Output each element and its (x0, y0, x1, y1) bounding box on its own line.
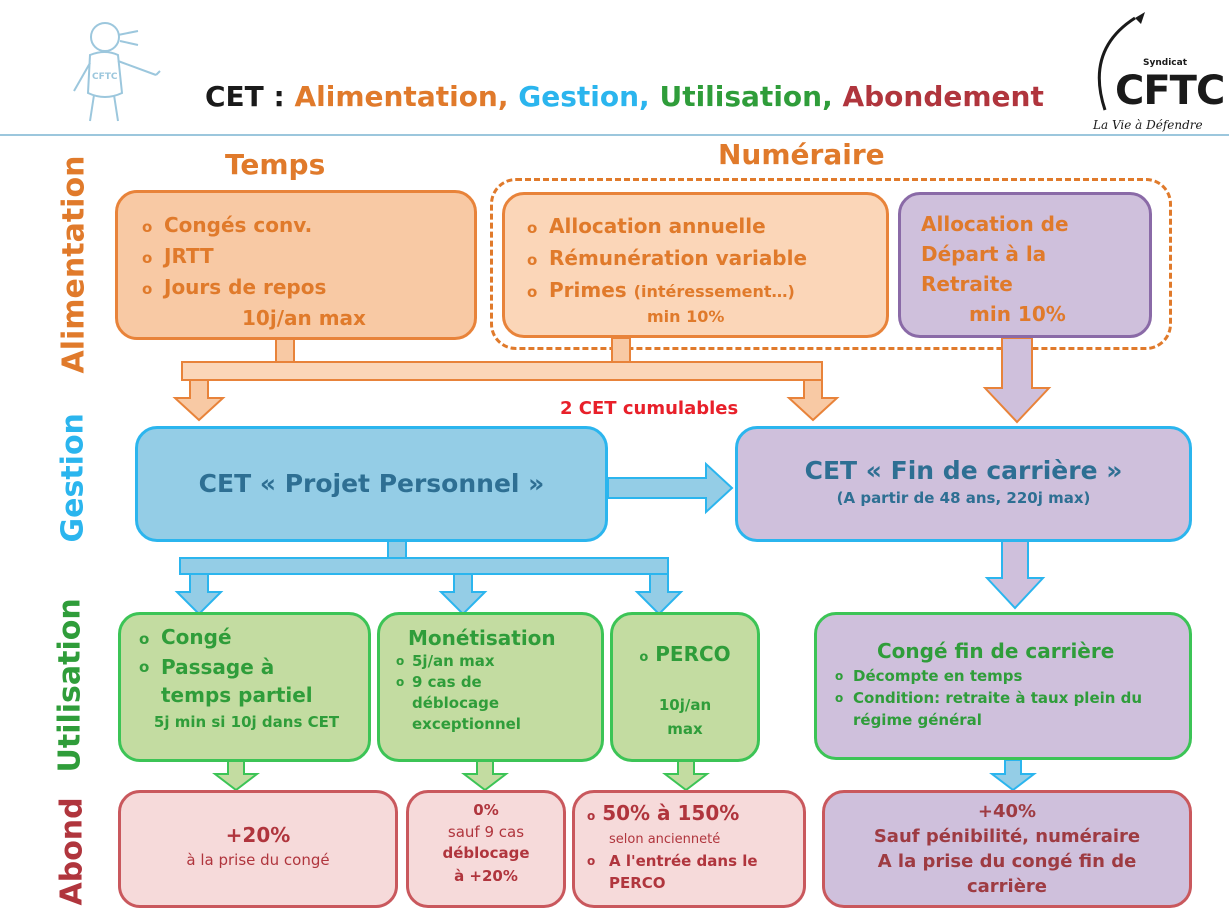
alim-temps-list: Congés conv. JRTT Jours de repos (142, 211, 474, 304)
alim-temps-box: Congés conv. JRTT Jours de repos 10j/an … (115, 190, 477, 340)
retraite-line: Allocation de (921, 212, 1069, 236)
list-item: Allocation annuelle (527, 211, 886, 243)
list-item: Primes (intéressement…) (527, 275, 886, 307)
list-item: Congés conv. (142, 211, 474, 242)
heading-numeraire: Numéraire (718, 138, 885, 171)
retraite-line: Retraite (921, 272, 1013, 296)
util-perco-note: 10j/an max (658, 696, 712, 738)
abond-fin-line: A la prise du congé fin de carrière (877, 851, 1137, 897)
title-utilisation: Utilisation, (659, 80, 833, 113)
abond-fin-box: +40% Sauf pénibilité, numéraire A la pri… (822, 790, 1192, 908)
retraite-line: Départ à la (921, 242, 1047, 266)
logo-cftc-text: CFTC (1115, 68, 1225, 114)
abond-conge-sub: à la prise du congé (186, 851, 330, 869)
abond-conge-box: +20% à la prise du congé (118, 790, 398, 908)
numeraire-dashed-group (490, 178, 1172, 350)
logo-slogan: La Vie à Défendre (1093, 118, 1203, 132)
abond-fin-line: Sauf pénibilité, numéraire (873, 826, 1141, 847)
util-perco-box: o PERCO 10j/an max (610, 612, 760, 762)
list-item: o 50% à 150% (587, 801, 740, 825)
abond-monet-line: sauf 9 cas (447, 823, 525, 841)
retraite-note: min 10% (969, 302, 1066, 326)
title-gestion: Gestion, (518, 80, 650, 113)
util-perco-item: o PERCO (639, 642, 731, 666)
header-divider (0, 134, 1229, 136)
page-title: CET : Alimentation, Gestion, Utilisation… (205, 80, 1044, 113)
abond-monet-line: 0% (473, 801, 499, 819)
gestion-fin-title: CET « Fin de carrière » (804, 456, 1123, 485)
list-item: Jours de repos (142, 273, 474, 304)
util-monet-title: Monétisation (408, 626, 556, 650)
gestion-projet-box: CET « Projet Personnel » (135, 426, 608, 542)
title-prefix: CET : (205, 80, 295, 113)
alim-numeraire-box: Allocation annuelle Rémunération variabl… (502, 192, 889, 338)
svg-text:CFTC: CFTC (92, 72, 118, 82)
gestion-fin-box: CET « Fin de carrière » (A partir de 48 … (735, 426, 1192, 542)
alim-temps-note: 10j/an max (242, 306, 366, 330)
abond-perco-sub: selon ancienneté (609, 832, 721, 847)
abond-conge-main: +20% (225, 823, 291, 847)
list-item: Congé (139, 623, 368, 653)
abond-fin-line: +40% (977, 801, 1037, 822)
logo-syndicat-label: Syndicat (1143, 58, 1187, 68)
abond-monet-line: à +20% (454, 867, 518, 885)
alim-numeraire-list: Allocation annuelle Rémunération variabl… (527, 211, 886, 307)
cumul-label: 2 CET cumulables (560, 398, 739, 419)
heading-temps: Temps (225, 148, 326, 181)
title-alimentation: Alimentation, (294, 80, 509, 113)
cftc-logo: Syndicat CFTC La Vie à Défendre (1085, 10, 1229, 135)
abond-monet-line: déblocage (442, 844, 530, 862)
gestion-fin-subtitle: (A partir de 48 ans, 220j max) (836, 489, 1091, 507)
cftc-mascot-logo: CFTC (60, 15, 170, 127)
util-fin-title: Congé fin de carrière (877, 639, 1115, 663)
primes-detail: (intéressement…) (633, 282, 795, 301)
alim-retraite-box: Allocation de Départ à la Retraite min 1… (898, 192, 1152, 338)
list-item: JRTT (142, 242, 474, 273)
title-abondement: Abondement (842, 80, 1044, 113)
list-item: Rémunération variable (527, 243, 886, 275)
util-conge-note: 5j min si 10j dans CET (153, 713, 340, 731)
abond-monet-box: 0% sauf 9 cas déblocage à +20% (406, 790, 566, 908)
alim-numeraire-note: min 10% (647, 307, 725, 326)
